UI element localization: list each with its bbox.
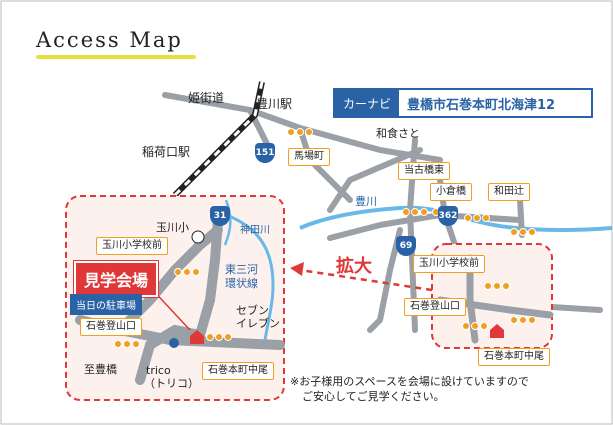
parking-label: 当日の駐車場	[70, 294, 142, 315]
venue-label: 見学会場	[74, 261, 159, 297]
zoom-arrow-line	[299, 268, 433, 292]
railway	[172, 81, 265, 198]
sign-ogura-bashi: 小倉橋	[430, 183, 472, 201]
title-underline	[36, 55, 196, 59]
river-branch	[223, 199, 232, 246]
sign-wadatsuji: 和田辻	[488, 183, 530, 201]
sign-detail-ishimaki-honmachi: 石巻本町中尾	[202, 362, 274, 380]
label-tamagawa-school: 玉川小	[156, 221, 189, 234]
venue-house-icon	[190, 330, 204, 344]
label-trico: trico	[146, 364, 171, 377]
signal-east	[464, 214, 490, 222]
signal-detail-tamagawa	[174, 268, 200, 276]
signal-detail-honmachi	[206, 333, 232, 341]
sign-zoom-tamagawa: 玉川小学校前	[413, 255, 485, 273]
sign-detail-tamagawa: 玉川小学校前	[96, 237, 168, 255]
label-toyokawa-station: 豊川駅	[256, 97, 293, 111]
label-to-toyohashi: 至豊橋	[84, 363, 117, 376]
zoom-arrow-head	[290, 262, 304, 276]
route-31-shield: 31	[210, 206, 230, 226]
car-navi-box: カーナビ 豊橋市石巻本町北海津12	[333, 88, 593, 118]
label-river-toyokawa: 豊川	[355, 195, 377, 208]
route-151-shield: 151	[255, 143, 275, 163]
sign-zoom-ishimaki-honmachi: 石巻本町中尾	[478, 348, 550, 366]
zoom-label: 拡大	[336, 256, 372, 277]
label-washoku-sato: 和食さと	[376, 127, 420, 140]
page-title: Access Map	[36, 28, 183, 52]
label-kanjosen: 環状線	[225, 277, 258, 290]
signal-zoom-honmachi	[510, 316, 536, 324]
sign-bamacho: 馬場町	[288, 148, 330, 166]
signal-touko	[402, 208, 428, 216]
label-trico-kana: （トリコ）	[144, 377, 199, 390]
route-69-shield: 69	[396, 236, 416, 256]
label-kamidagawa: 神田川	[240, 225, 270, 236]
signal-zoom-tozanguchi	[462, 322, 488, 330]
signal-bamacho	[287, 128, 313, 136]
signal-wada	[510, 228, 536, 236]
label-himekaido: 姫街道	[188, 91, 225, 105]
label-higashi-mikawa: 東三河	[225, 263, 258, 276]
label-seven-eleven-2: イレブン	[236, 317, 280, 330]
route-362-shield: 362	[438, 206, 458, 226]
note-line-1: ※お子様用のスペースを会場に設けていますので	[290, 375, 529, 388]
detail-road-center	[195, 215, 223, 340]
river-kamidagawa	[214, 208, 275, 341]
label-seven-eleven-1: セブン	[236, 304, 269, 317]
school-icon	[191, 230, 205, 244]
zoom-house-icon	[490, 324, 504, 338]
car-navi-label: カーナビ	[335, 90, 400, 116]
parking-icon	[169, 338, 179, 348]
label-inariguchi-station: 稲荷口駅	[142, 145, 191, 159]
note-line-2: ご安心してご見学ください。	[302, 390, 445, 403]
signal-zoom-tamagawa	[484, 282, 510, 290]
signal-detail-tozanguchi	[114, 340, 140, 348]
sign-zoom-ishimaki-tozanguchi: 石巻登山口	[404, 298, 466, 316]
road-extra	[327, 147, 423, 213]
road-69	[367, 227, 403, 333]
sign-touko-bashi-higashi: 当古橋東	[398, 162, 450, 180]
car-navi-address: 豊橋市石巻本町北海津12	[407, 97, 556, 113]
sign-detail-ishimaki-tozanguchi: 石巻登山口	[80, 318, 142, 336]
